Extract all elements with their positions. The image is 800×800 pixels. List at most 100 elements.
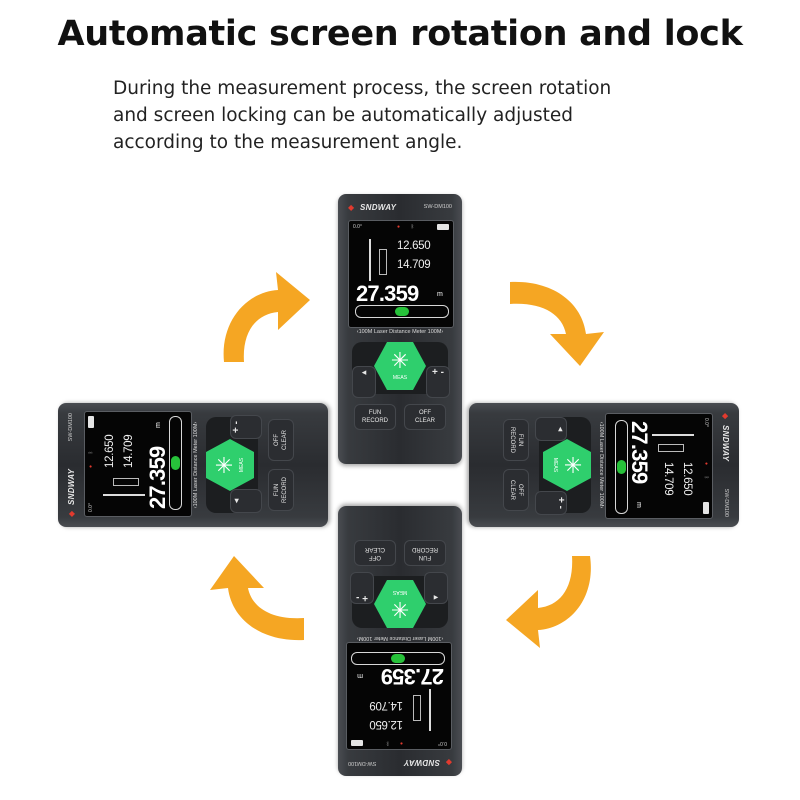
status-row: 0.0° ● ᛒ xyxy=(701,418,709,514)
device-caption: ‹100M Laser Distance Meter 100M› xyxy=(193,421,199,509)
description-line: During the measurement process, the scre… xyxy=(113,78,612,99)
clear-label: CLEAR xyxy=(509,479,515,500)
measure-line-icon xyxy=(429,689,431,731)
main-value: 27.359 xyxy=(356,281,419,306)
model-number: SW-DM100 xyxy=(68,413,74,442)
level-bubble xyxy=(171,456,180,470)
battery-icon xyxy=(351,740,363,746)
curved-arrow-icon xyxy=(510,281,604,366)
laser-star-icon: ✳ xyxy=(560,455,585,475)
laser-distance-meter: ◆ SNDWAY SW-DM100 0.0° ● ᛒ 12.650 14.709… xyxy=(58,403,328,527)
device-screen: 0.0° ● ᛒ 12.650 14.709 27.359 m xyxy=(605,413,713,519)
fun-record-key[interactable]: FUN RECORD xyxy=(354,404,396,430)
sub-value-2: 14.709 xyxy=(369,699,403,711)
laser-star-icon: ✳ xyxy=(390,597,410,622)
fun-record-key[interactable]: FUN RECORD xyxy=(503,419,529,461)
brand-bar: ◆ SNDWAY SW-DM100 xyxy=(719,413,731,517)
fun-record-key[interactable]: FUN RECORD xyxy=(268,469,294,511)
bluetooth-icon: ᛒ xyxy=(703,476,709,480)
main-value: 27.359 xyxy=(627,421,652,484)
reference-device-icon xyxy=(379,249,387,275)
model-number: SW-DM100 xyxy=(348,760,377,766)
level-bar xyxy=(355,305,449,318)
level-bubble xyxy=(391,654,405,663)
record-label: RECORD xyxy=(282,477,288,504)
plus-minus-key[interactable]: + - xyxy=(535,491,567,515)
mode-key[interactable]: ◂ xyxy=(424,572,448,604)
plus-minus-key[interactable]: + - xyxy=(350,572,374,604)
battery-icon xyxy=(437,224,449,230)
device-caption: ‹100M Laser Distance Meter 100M› xyxy=(356,329,444,335)
off-clear-key[interactable]: OFF CLEAR xyxy=(268,419,294,461)
description-line: according to the measurement angle. xyxy=(113,132,463,153)
bluetooth-icon: ᛒ xyxy=(88,450,94,454)
sub-value-2: 14.709 xyxy=(397,259,431,271)
main-unit: m xyxy=(437,291,443,298)
off-label: OFF xyxy=(517,484,523,496)
off-clear-key[interactable]: OFF CLEAR xyxy=(354,540,396,566)
fun-label: FUN xyxy=(274,483,280,497)
clear-label: CLEAR xyxy=(282,430,288,451)
record-label: RECORD xyxy=(509,426,515,453)
device-screen: 0.0° ● ᛒ 12.650 14.709 27.359 m xyxy=(84,411,192,517)
measure-line-icon xyxy=(103,494,145,496)
model-number: SW-DM100 xyxy=(723,488,729,517)
level-bar xyxy=(351,652,445,665)
off-clear-key[interactable]: OFF CLEAR xyxy=(404,404,446,430)
status-row: 0.0° ● ᛒ xyxy=(88,416,96,512)
brand-bar: ◆ SNDWAY SW-DM100 xyxy=(348,756,452,768)
brand-logo-icon: ◆ xyxy=(721,413,730,420)
sub-value-1: 12.650 xyxy=(104,434,116,468)
headline: Automatic screen rotation and lock xyxy=(57,14,743,54)
mode-key[interactable]: ◂ xyxy=(230,489,262,513)
sub-value-1: 12.650 xyxy=(397,240,431,252)
plus-minus-key[interactable]: + - xyxy=(426,366,450,398)
angle-readout: 0.0° xyxy=(88,503,94,512)
clear-label: CLEAR xyxy=(365,546,386,552)
mode-key[interactable]: ◂ xyxy=(535,417,567,441)
off-label: OFF xyxy=(274,434,280,446)
measure-line-icon xyxy=(652,434,694,436)
brand-logo-icon: ◆ xyxy=(67,510,76,517)
level-bar xyxy=(169,416,182,510)
laser-distance-meter: ◆ SNDWAY SW-DM100 0.0° ● ᛒ 12.650 14.709… xyxy=(338,506,462,776)
mode-key[interactable]: ◂ xyxy=(352,366,376,398)
battery-icon xyxy=(88,416,94,428)
record-label: RECORD xyxy=(361,418,388,424)
measure-label: MEAS xyxy=(239,457,245,473)
angle-readout: 0.0° xyxy=(703,418,709,427)
sub-value-2: 14.709 xyxy=(123,434,135,468)
angle-readout: 0.0° xyxy=(438,740,447,746)
brand-bar: ◆ SNDWAY SW-DM100 xyxy=(348,202,452,214)
device-screen: 0.0° ● ᛒ 12.650 14.709 27.359 m xyxy=(346,642,452,750)
measure-label: MEAS xyxy=(552,457,558,473)
measure-line-icon xyxy=(369,239,371,281)
brand-logo-icon: ◆ xyxy=(445,758,452,767)
level-bar xyxy=(615,420,628,514)
record-label: RECORD xyxy=(412,546,439,552)
main-unit: m xyxy=(155,422,162,428)
fun-label: FUN xyxy=(368,410,382,416)
sub-value-1: 12.650 xyxy=(681,462,693,496)
curved-arrow-icon xyxy=(210,556,304,641)
off-label: OFF xyxy=(369,554,381,560)
description-line: and screen locking can be automatically … xyxy=(113,105,573,126)
curved-arrow-icon xyxy=(506,556,591,648)
brand-name: SNDWAY xyxy=(360,203,397,212)
laser-star-icon: ✳ xyxy=(390,348,410,373)
brand-name: SNDWAY xyxy=(67,468,76,505)
reference-device-icon xyxy=(413,695,421,721)
model-number: SW-DM100 xyxy=(423,204,452,210)
device-caption: ‹100M Laser Distance Meter 100M› xyxy=(598,421,604,509)
plus-minus-key[interactable]: + - xyxy=(230,415,262,439)
reference-device-icon xyxy=(658,444,684,452)
laser-dot-icon: ● xyxy=(703,462,709,466)
status-row: 0.0° ● ᛒ xyxy=(351,738,447,746)
laser-star-icon: ✳ xyxy=(212,455,237,475)
laser-dot-icon: ● xyxy=(397,224,401,230)
main-unit: m xyxy=(635,502,642,508)
off-clear-key[interactable]: OFF CLEAR xyxy=(503,469,529,511)
fun-record-key[interactable]: FUN RECORD xyxy=(404,540,446,566)
laser-distance-meter: ◆ SNDWAY SW-DM100 0.0° ● ᛒ 12.650 14.709… xyxy=(338,194,462,464)
laser-distance-meter: ◆ SNDWAY SW-DM100 0.0° ● ᛒ 12.650 14.709… xyxy=(469,403,739,527)
